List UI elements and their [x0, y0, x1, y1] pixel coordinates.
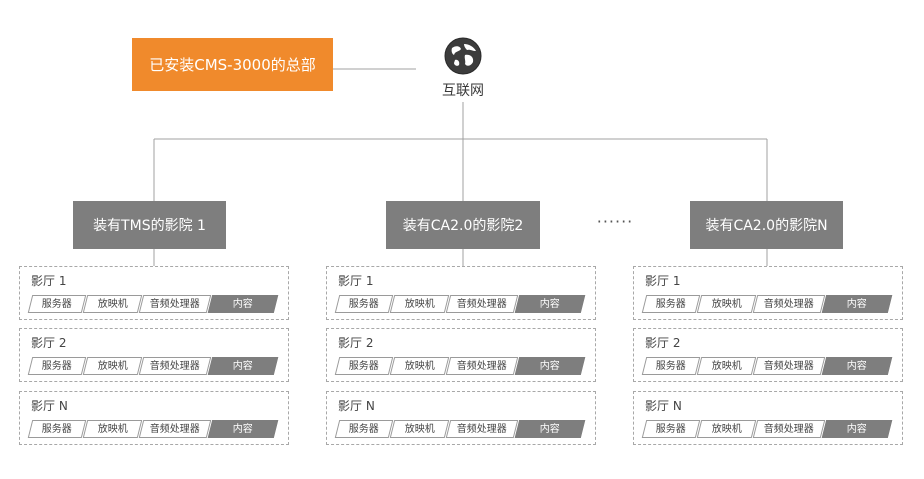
hall-box: 影厅 N 服务器 放映机 音频处理器 内容	[633, 391, 903, 445]
content-tag: 内容	[821, 295, 893, 313]
audio-processor-tag: 音频处理器	[138, 420, 212, 438]
projector-tag: 放映机	[389, 357, 450, 375]
hall-box: 影厅 1 服务器 放映机 音频处理器 内容	[326, 266, 596, 320]
projector-tag: 放映机	[696, 420, 757, 438]
content-tag: 内容	[514, 420, 586, 438]
content-tag: 内容	[207, 357, 279, 375]
internet-label: 互联网	[442, 83, 484, 99]
projector-tag: 放映机	[82, 420, 143, 438]
hall-title: 影厅 2	[31, 336, 67, 350]
globe-icon	[444, 37, 482, 75]
server-tag: 服务器	[641, 357, 701, 375]
hall-box: 影厅 2 服务器 放映机 音频处理器 内容	[326, 328, 596, 382]
hall-title: 影厅 1	[645, 274, 681, 288]
hall-title: 影厅 1	[31, 274, 67, 288]
audio-processor-tag: 音频处理器	[138, 357, 212, 375]
server-tag: 服务器	[27, 295, 87, 313]
hall-box: 影厅 1 服务器 放映机 音频处理器 内容	[19, 266, 289, 320]
hall-box: 影厅 N 服务器 放映机 音频处理器 内容	[326, 391, 596, 445]
projector-tag: 放映机	[82, 295, 143, 313]
cinema-label: 装有CA2.0的影院2	[402, 218, 524, 234]
hall-box: 影厅 N 服务器 放映机 音频处理器 内容	[19, 391, 289, 445]
content-tag: 内容	[207, 420, 279, 438]
server-tag: 服务器	[334, 295, 394, 313]
hall-title: 影厅 N	[31, 399, 68, 413]
hall-title: 影厅 2	[645, 336, 681, 350]
projector-tag: 放映机	[389, 420, 450, 438]
content-tag: 内容	[207, 295, 279, 313]
cinema-label: 装有TMS的影院 1	[93, 218, 206, 234]
projector-tag: 放映机	[389, 295, 450, 313]
projector-tag: 放映机	[696, 295, 757, 313]
audio-processor-tag: 音频处理器	[445, 357, 519, 375]
hall-box: 影厅 2 服务器 放映机 音频处理器 内容	[19, 328, 289, 382]
audio-processor-tag: 音频处理器	[752, 295, 826, 313]
projector-tag: 放映机	[696, 357, 757, 375]
projector-tag: 放映机	[82, 357, 143, 375]
hall-box: 影厅 2 服务器 放映机 音频处理器 内容	[633, 328, 903, 382]
cinema-box-2: 装有CA2.0的影院2	[386, 201, 540, 249]
server-tag: 服务器	[27, 357, 87, 375]
server-tag: 服务器	[334, 357, 394, 375]
audio-processor-tag: 音频处理器	[138, 295, 212, 313]
cinema-box-1: 装有TMS的影院 1	[73, 201, 226, 249]
hq-box: 已安装CMS-3000的总部	[132, 38, 333, 91]
content-tag: 内容	[821, 420, 893, 438]
ellipsis: ······	[596, 212, 634, 231]
server-tag: 服务器	[334, 420, 394, 438]
server-tag: 服务器	[641, 420, 701, 438]
cinema-box-n: 装有CA2.0的影院N	[690, 201, 843, 249]
hq-label: 已安装CMS-3000的总部	[149, 56, 316, 74]
hall-box: 影厅 1 服务器 放映机 音频处理器 内容	[633, 266, 903, 320]
hall-title: 影厅 N	[338, 399, 375, 413]
hall-title: 影厅 1	[338, 274, 374, 288]
audio-processor-tag: 音频处理器	[752, 420, 826, 438]
audio-processor-tag: 音频处理器	[752, 357, 826, 375]
content-tag: 内容	[514, 357, 586, 375]
audio-processor-tag: 音频处理器	[445, 420, 519, 438]
cinema-label: 装有CA2.0的影院N	[705, 218, 828, 234]
server-tag: 服务器	[27, 420, 87, 438]
server-tag: 服务器	[641, 295, 701, 313]
audio-processor-tag: 音频处理器	[445, 295, 519, 313]
content-tag: 内容	[514, 295, 586, 313]
content-tag: 内容	[821, 357, 893, 375]
hall-title: 影厅 N	[645, 399, 682, 413]
hall-title: 影厅 2	[338, 336, 374, 350]
